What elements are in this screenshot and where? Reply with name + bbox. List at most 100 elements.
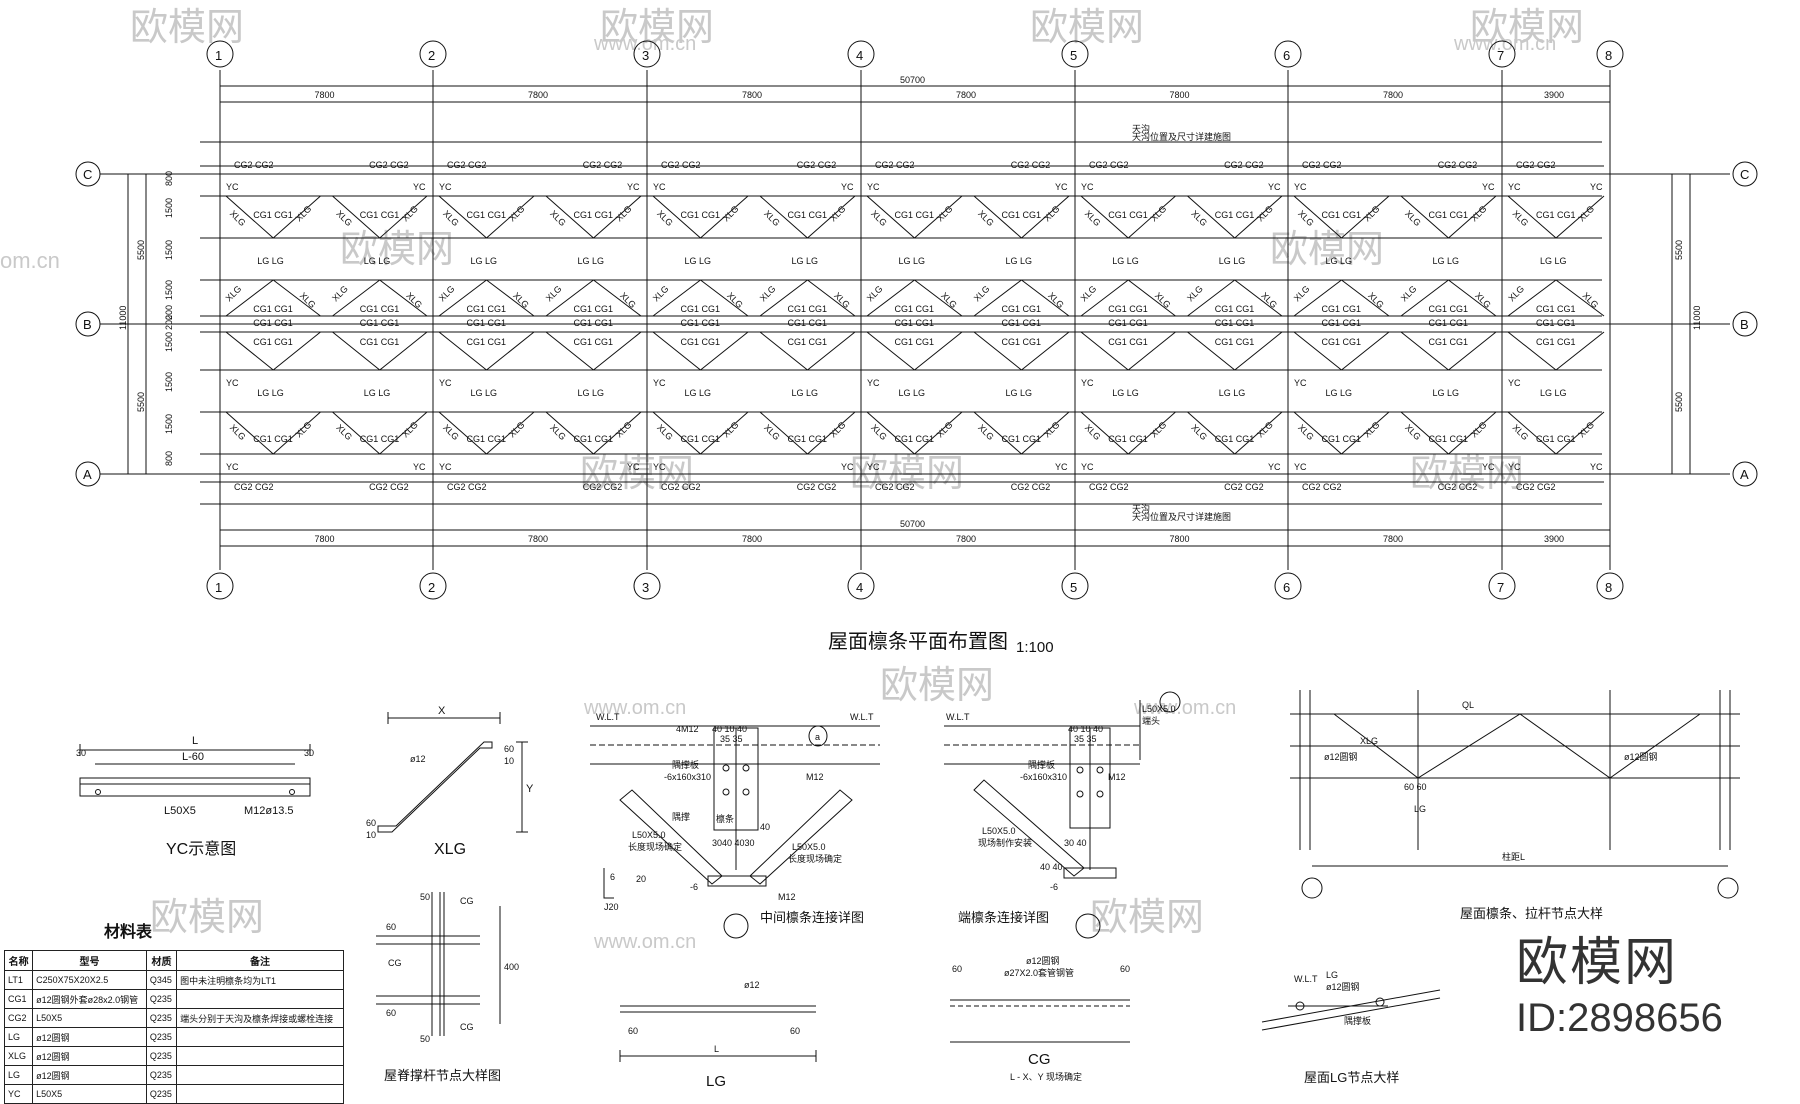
yc-label: YC bbox=[1482, 462, 1495, 472]
mid-plate: 隅撑板 bbox=[672, 759, 699, 770]
axis-letter-left: C bbox=[83, 167, 92, 182]
xlg-label: XLG bbox=[1149, 204, 1169, 224]
yc-label: YC bbox=[867, 462, 880, 472]
watermark-brand: 欧模网 bbox=[1030, 7, 1144, 49]
xlg-rod bbox=[1400, 411, 1449, 455]
brand-id: ID:2898656 bbox=[1516, 996, 1723, 1040]
right-dim-2: 5500 bbox=[1674, 392, 1684, 412]
lg-label: LG LG bbox=[471, 388, 498, 398]
axis-number-top: 8 bbox=[1605, 48, 1612, 63]
watermark-url: www.om.cn bbox=[1133, 697, 1236, 719]
row-dim: 200 bbox=[164, 315, 174, 330]
xlg-label: XLG bbox=[721, 420, 741, 440]
cg1-label: CG1 CG1 bbox=[788, 304, 828, 314]
ridge-cg-top: CG bbox=[460, 896, 474, 906]
cg1-label: CG1 CG1 bbox=[253, 337, 293, 347]
xlg-rod bbox=[1555, 279, 1605, 317]
xlg-rod bbox=[1293, 331, 1342, 371]
cg-dim-60b: 60 bbox=[1120, 964, 1130, 974]
cg1-label: CG1 CG1 bbox=[1429, 318, 1469, 328]
material-cell bbox=[176, 1046, 344, 1066]
xlg-rod bbox=[332, 411, 381, 455]
material-cell: ø12圆钢 bbox=[32, 1046, 147, 1066]
xlg-rod bbox=[759, 195, 808, 239]
xlg-rod bbox=[379, 331, 428, 371]
xlg-label: XLG bbox=[1083, 422, 1103, 442]
xlg-label: XLG bbox=[1046, 290, 1066, 310]
xlg-rod bbox=[914, 195, 963, 239]
node-title: 屋面檩条、拉杆节点大样 bbox=[1460, 906, 1603, 921]
ridge-detail bbox=[376, 892, 501, 1036]
row-dim: 800 bbox=[164, 171, 174, 186]
axis-bubble-top-6 bbox=[1274, 40, 1302, 68]
gutter-note-top: 天沟 bbox=[1132, 123, 1150, 134]
xlg-rod bbox=[1021, 411, 1070, 455]
yc-label: YC bbox=[439, 378, 452, 388]
axis-letter-left: A bbox=[83, 467, 92, 482]
cg2-label: CG2 CG2 bbox=[661, 160, 701, 170]
lg-rod-detail bbox=[619, 1005, 817, 1062]
axis-number-bottom: 3 bbox=[642, 580, 649, 595]
cg1-label: CG1 CG1 bbox=[1215, 210, 1255, 220]
xlg-rod bbox=[1127, 195, 1176, 239]
xlg-rod bbox=[652, 331, 701, 371]
cg2-label: CG2 CG2 bbox=[797, 160, 837, 170]
row-dim: 1500 bbox=[164, 198, 174, 218]
cg1-label: CG1 CG1 bbox=[360, 337, 400, 347]
axis-bubble-bottom-1 bbox=[206, 572, 234, 600]
mid-angle1: L50X5.0 bbox=[632, 830, 666, 840]
lg-label: LG LG bbox=[364, 256, 391, 266]
xlg-rod bbox=[272, 331, 321, 371]
xlg-rod bbox=[593, 411, 642, 455]
xlg-label: XLG bbox=[1403, 208, 1423, 228]
axis-bubble-bottom-4 bbox=[847, 572, 875, 600]
xlg-label: XLG bbox=[400, 420, 420, 440]
xlg-rod bbox=[1021, 331, 1070, 371]
yc-bolt: M12ø13.5 bbox=[244, 805, 294, 817]
lg-label: LG LG bbox=[1540, 388, 1567, 398]
xlg-rod bbox=[1555, 411, 1605, 455]
axis-number-bottom: 1 bbox=[215, 580, 222, 595]
cg1-label: CG1 CG1 bbox=[467, 434, 507, 444]
xlg-rod bbox=[1187, 331, 1236, 371]
axis-bubble-bottom-3 bbox=[633, 572, 661, 600]
left-dim-1: 5500 bbox=[136, 240, 146, 260]
xlg-label: XLG bbox=[935, 204, 955, 224]
material-cell: Q235 bbox=[145, 989, 178, 1009]
mid-connection-detail bbox=[590, 725, 880, 939]
material-cell: Q235 bbox=[145, 1027, 178, 1047]
cg1-label: CG1 CG1 bbox=[253, 434, 293, 444]
axis-bubble-top-5 bbox=[1061, 40, 1089, 68]
material-cell bbox=[176, 1084, 344, 1104]
material-table-header: 名称型号材质备注 bbox=[3, 950, 344, 971]
row-dim: 1500 bbox=[164, 414, 174, 434]
yc-label: YC bbox=[1508, 182, 1521, 192]
mid-spacing: 40 10 40 bbox=[712, 724, 747, 734]
xlg-rod bbox=[1127, 411, 1176, 455]
xlg-rod bbox=[1400, 279, 1449, 317]
xlg-detail bbox=[377, 712, 528, 833]
yc-label: YC bbox=[1590, 182, 1603, 192]
xlg-rod bbox=[1507, 195, 1557, 239]
axis-bubble-top-3 bbox=[633, 40, 661, 68]
cg1-label: CG1 CG1 bbox=[1108, 434, 1148, 444]
yc-label: YC bbox=[1081, 462, 1094, 472]
cg1-label: CG1 CG1 bbox=[1108, 337, 1148, 347]
material-cell bbox=[176, 1065, 344, 1085]
xlg-rod bbox=[807, 279, 856, 317]
lg-label: LG LG bbox=[792, 388, 819, 398]
xlg-rod bbox=[438, 195, 487, 239]
gutter-note-bottom-2: 天沟位置及尺寸详建施图 bbox=[1132, 511, 1231, 522]
xlg-rod bbox=[1021, 195, 1070, 239]
cg1-label: CG1 CG1 bbox=[574, 210, 614, 220]
cg2-label: CG2 CG2 bbox=[1224, 482, 1264, 492]
lg-label: LG LG bbox=[685, 256, 712, 266]
material-cell: CG2 bbox=[3, 1008, 34, 1028]
xlg-rod bbox=[1127, 279, 1176, 317]
lg-label: LG LG bbox=[364, 388, 391, 398]
xlg-rod bbox=[914, 331, 963, 371]
lg-label: LG LG bbox=[899, 388, 926, 398]
